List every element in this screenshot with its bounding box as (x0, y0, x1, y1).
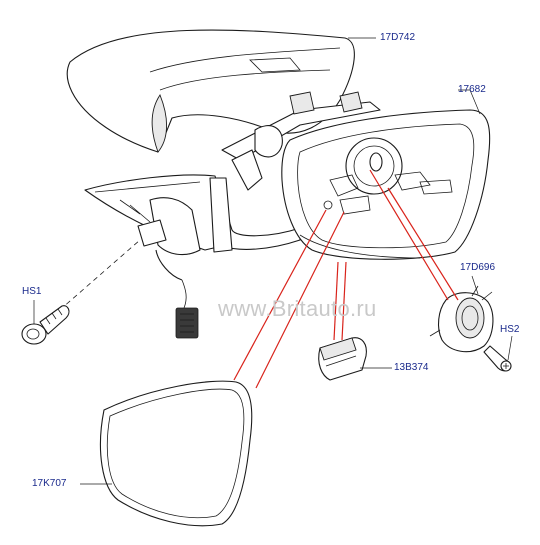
callout-bolt: HS1 (22, 286, 42, 297)
callout-screw: HS2 (500, 324, 520, 335)
motor-alignment-line-b (369, 169, 449, 301)
callout-lamp: 13B374 (394, 362, 429, 373)
leader-housing (458, 89, 481, 115)
leader-screw (507, 335, 513, 361)
lamp-alignment-line-a (333, 261, 339, 341)
callout-motor: 17D696 (460, 262, 496, 273)
mirror-housing-part (281, 109, 491, 260)
puddle-lamp-part (318, 337, 367, 381)
leader-motor (471, 275, 479, 295)
motor-part (429, 285, 494, 353)
lamp-alignment-line-b (341, 261, 347, 341)
alignment-lines (233, 169, 459, 389)
mirror-glass-part (99, 380, 253, 527)
glass-alignment-line-a (233, 209, 327, 381)
callout-cover: 17D742 (380, 32, 416, 43)
glass-alignment-line-b (255, 211, 345, 389)
callout-housing: 17682 (458, 84, 486, 95)
bolt-part (21, 239, 141, 345)
motor-alignment-line-a (387, 187, 459, 301)
mirror-frame-assembly (84, 91, 381, 339)
screw-part (483, 345, 512, 372)
callout-glass: 17K707 (32, 478, 67, 489)
leader-lines (33, 37, 513, 485)
watermark-text: www.Britauto.ru (218, 296, 377, 321)
